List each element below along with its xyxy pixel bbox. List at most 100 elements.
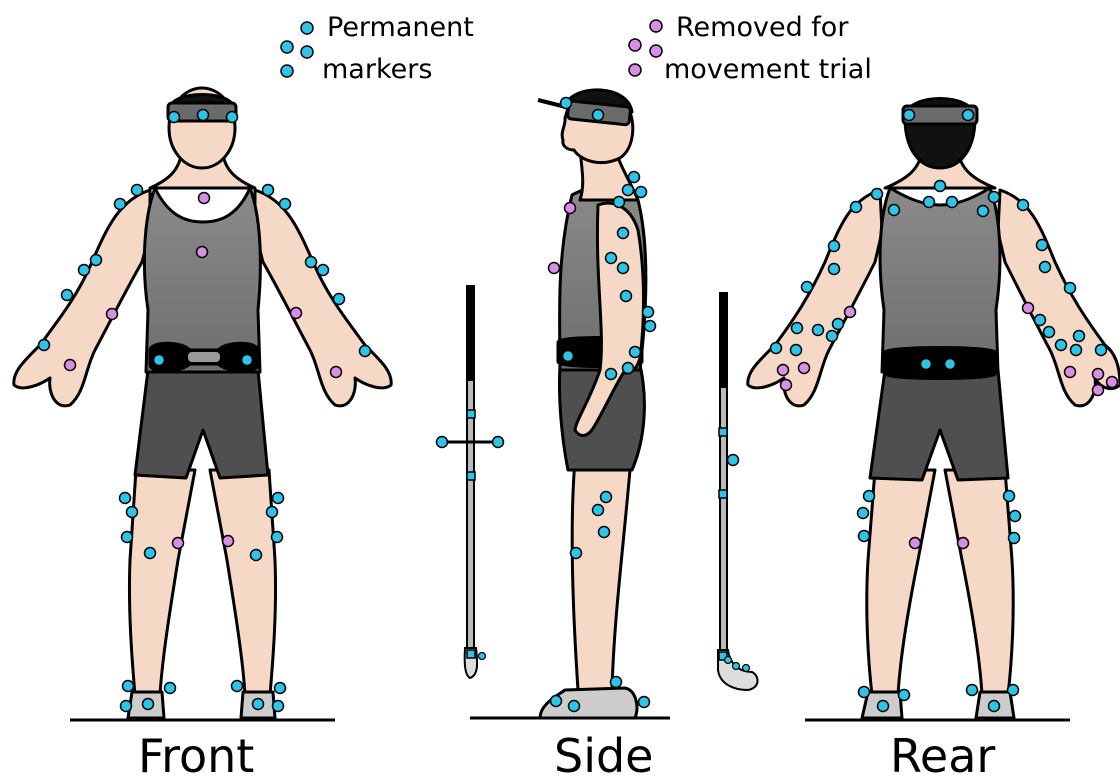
- permanent-marker: [306, 257, 317, 268]
- permanent-marker: [618, 228, 629, 239]
- permanent-marker: [935, 181, 946, 192]
- club-square-marker: [467, 650, 475, 658]
- permanent-marker: [79, 265, 90, 276]
- permanent-marker: [360, 346, 371, 357]
- permanent-marker: [272, 532, 283, 543]
- permanent-marker: [251, 550, 262, 561]
- permanent-marker: [792, 323, 803, 334]
- permanent-marker: [630, 347, 641, 358]
- removed-marker: [173, 538, 184, 549]
- permanent-marker: [334, 294, 345, 305]
- permanent-marker: [1071, 345, 1082, 356]
- permanent-marker: [154, 355, 165, 366]
- permanent-marker: [1040, 262, 1051, 273]
- permanent-marker: [1018, 200, 1029, 211]
- clubhead-marker: [725, 657, 732, 664]
- permanent-marker: [275, 683, 286, 694]
- permanent-marker: [947, 197, 958, 208]
- permanent-marker: [132, 185, 143, 196]
- permanent-marker: [858, 508, 869, 519]
- permanent-marker: [829, 264, 840, 275]
- permanent-marker: [120, 493, 131, 504]
- golf-club-front: [440, 285, 500, 678]
- permanent-marker: [864, 491, 875, 502]
- front-figure: [14, 88, 391, 718]
- rear-figure: [748, 99, 1120, 719]
- legend-removed-line2: movement trial: [664, 54, 872, 85]
- permanent-marker: [1010, 511, 1021, 522]
- permanent-marker: [62, 290, 73, 301]
- removed-marker: [65, 360, 76, 371]
- clubhead-marker: [743, 665, 750, 672]
- removed-marker: [1065, 367, 1076, 378]
- permanent-marker: [127, 507, 138, 518]
- removed-marker: [565, 203, 576, 214]
- permanent-marker: [569, 701, 580, 712]
- permanent-marker: [263, 185, 274, 196]
- permanent-marker: [601, 492, 612, 503]
- removed-marker: [1023, 303, 1034, 314]
- permanent-marker: [267, 507, 278, 518]
- permanent-marker: [1065, 283, 1076, 294]
- permanent-marker: [123, 681, 134, 692]
- permanent-marker: [629, 172, 640, 183]
- permanent-marker: [618, 263, 629, 274]
- permanent-marker: [1074, 331, 1085, 342]
- removed-marker: [845, 307, 856, 318]
- permanent-marker: [115, 199, 126, 210]
- permanent-marker: [121, 701, 132, 712]
- permanent-marker: [122, 532, 133, 543]
- permanent-marker: [859, 531, 870, 542]
- side-view-label: Side: [554, 729, 653, 778]
- permanent-marker: [989, 701, 1000, 712]
- removed-marker: [1107, 377, 1118, 388]
- permanent-marker: [599, 527, 610, 538]
- ground-lines: [70, 718, 1070, 720]
- permanent-marker: [924, 197, 935, 208]
- permanent-marker: [967, 685, 978, 696]
- permanent-marker: [978, 206, 989, 217]
- permanent-marker: [813, 325, 824, 336]
- removed-marker: [958, 538, 969, 549]
- permanent-marker: [833, 319, 844, 330]
- permanent-marker: [623, 363, 634, 374]
- permanent-marker: [802, 282, 813, 293]
- clubhead-marker: [479, 653, 486, 660]
- permanent-marker: [639, 697, 650, 708]
- removed-marker: [778, 365, 789, 376]
- permanent-marker: [989, 192, 1000, 203]
- removed-marker: [197, 247, 208, 258]
- permanent-marker: [280, 199, 291, 210]
- club-square-marker: [719, 428, 727, 436]
- permanent-marker: [593, 110, 604, 121]
- legend-permanent-line2: markers: [322, 54, 432, 85]
- legend-removed-swatch: [629, 20, 662, 76]
- permanent-marker: [165, 683, 176, 694]
- removed-marker: [781, 380, 792, 391]
- front-view-label: Front: [138, 729, 254, 778]
- legend-permanent-line1: Permanent: [327, 12, 474, 43]
- permanent-marker: [169, 112, 180, 123]
- permanent-marker: [145, 548, 156, 559]
- rear-view-label: Rear: [890, 729, 995, 778]
- permanent-marker: [1096, 345, 1107, 356]
- removed-marker: [199, 193, 210, 204]
- permanent-marker: [827, 331, 838, 342]
- permanent-marker: [227, 112, 238, 123]
- permanent-marker: [563, 351, 574, 362]
- removed-marker: [331, 367, 342, 378]
- permanent-marker: [1035, 315, 1046, 326]
- permanent-marker: [571, 548, 582, 559]
- permanent-marker: [39, 340, 50, 351]
- permanent-marker: [318, 265, 329, 276]
- permanent-marker: [636, 187, 647, 198]
- permanent-marker: [606, 253, 617, 264]
- permanent-marker: [1004, 491, 1015, 502]
- permanent-marker: [1044, 327, 1055, 338]
- removed-marker: [549, 263, 560, 274]
- permanent-marker: [606, 369, 617, 380]
- permanent-marker: [851, 202, 862, 213]
- permanent-marker: [899, 690, 910, 701]
